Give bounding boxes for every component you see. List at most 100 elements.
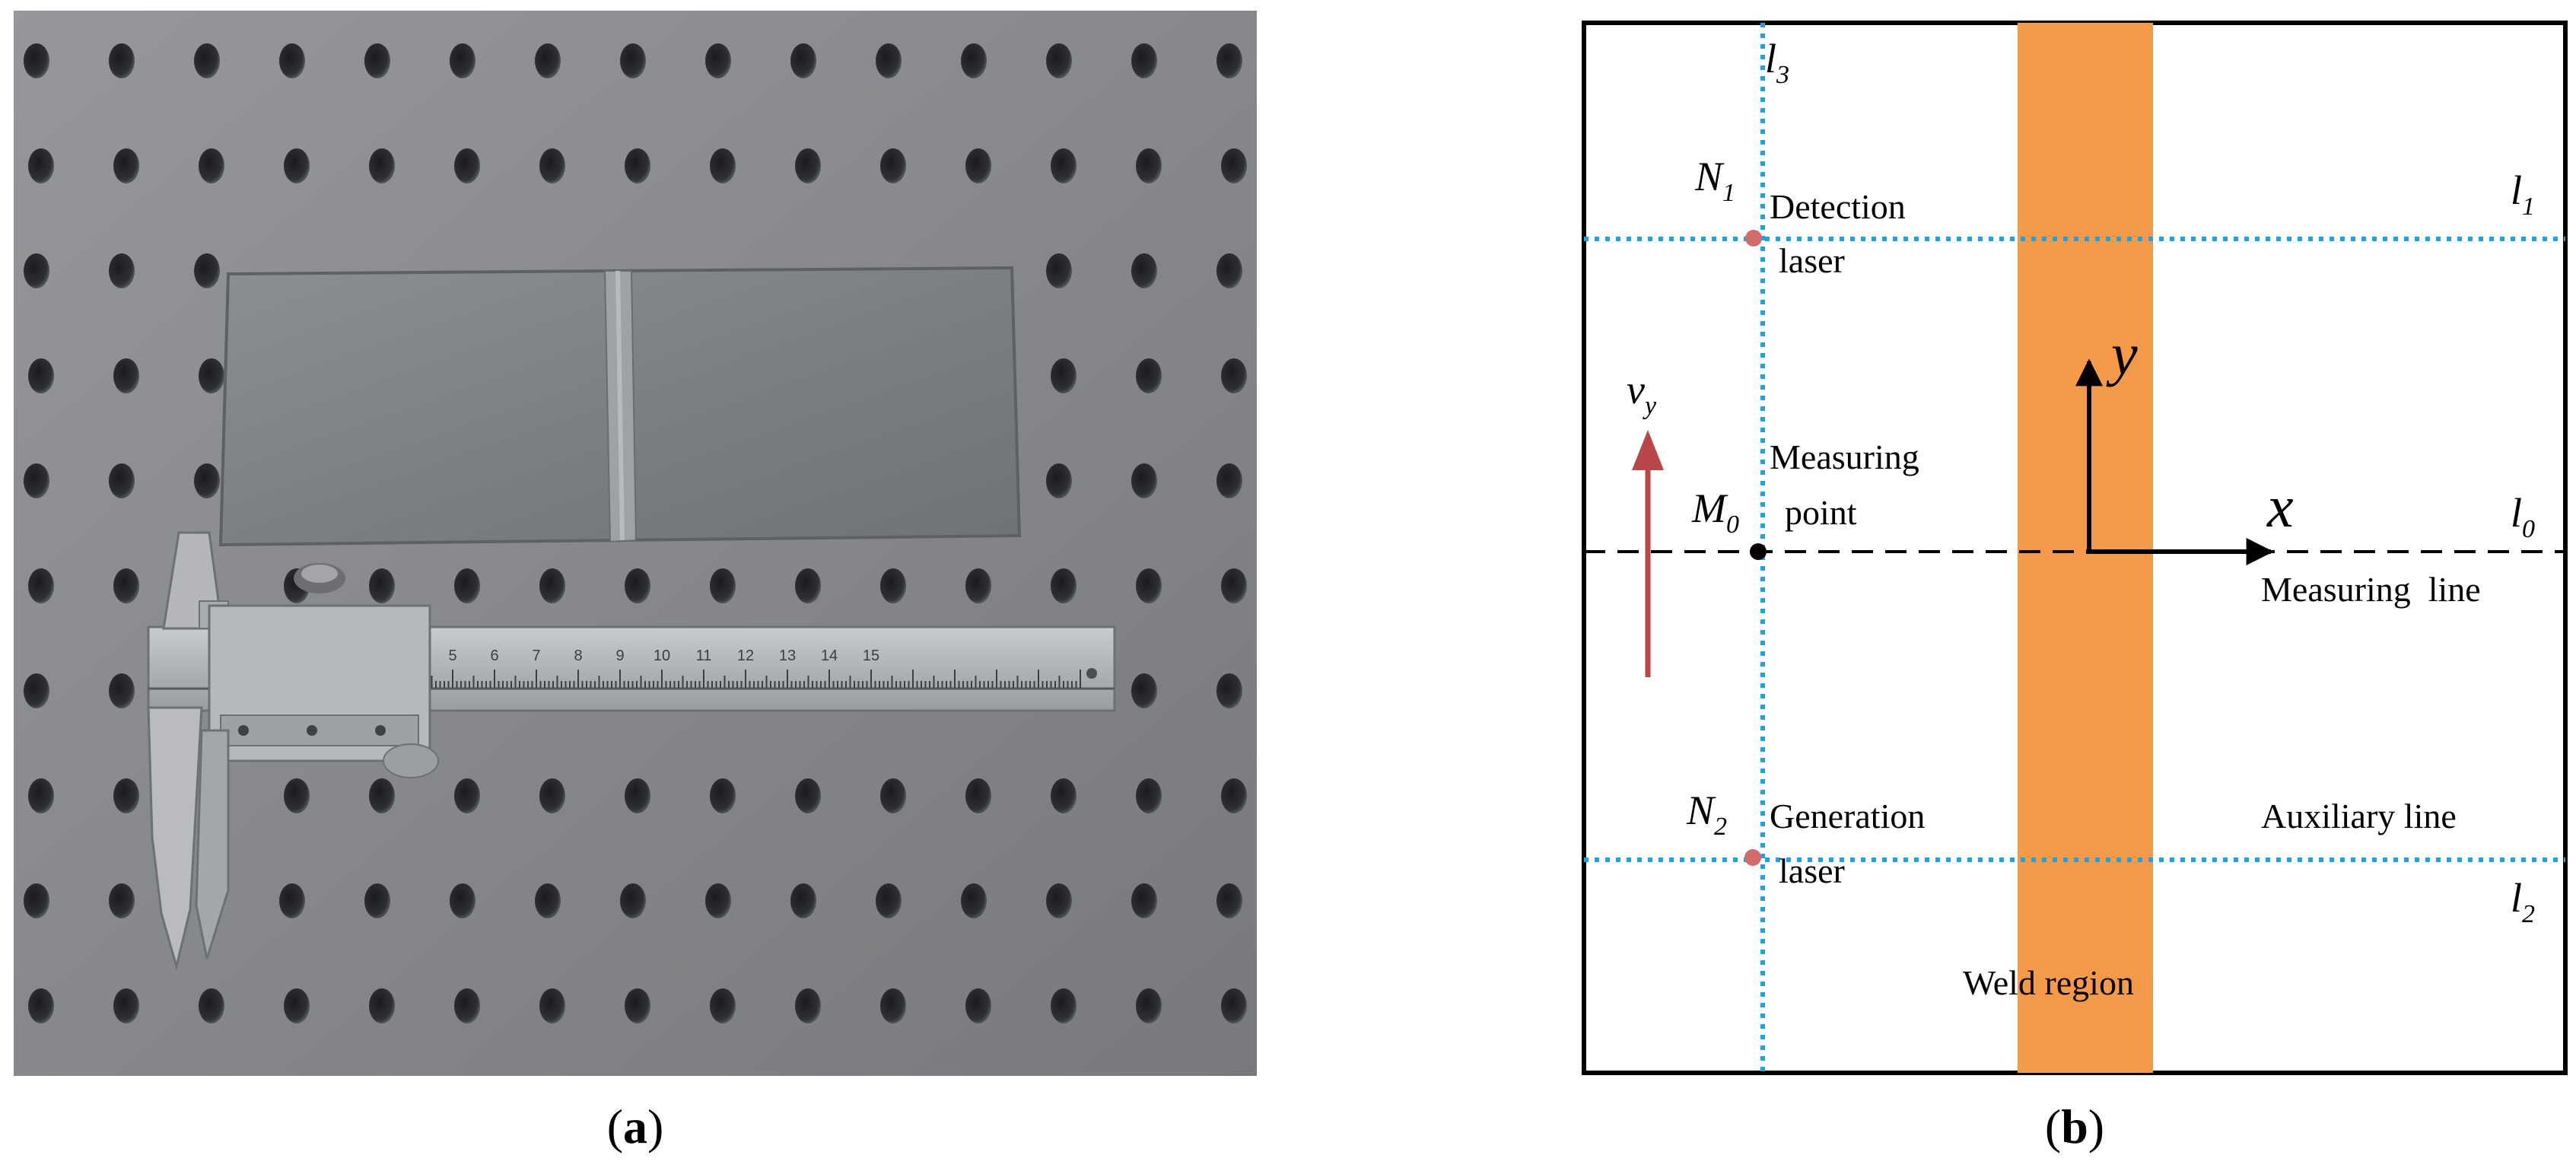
table-hole: [284, 148, 310, 183]
table-hole: [710, 568, 736, 603]
table-hole: [28, 988, 54, 1023]
table-hole: [113, 358, 139, 393]
table-hole: [539, 988, 565, 1023]
table-hole: [369, 988, 395, 1023]
table-hole: [24, 463, 49, 498]
table-hole: [790, 883, 816, 918]
panel-b-letter: b: [2061, 1099, 2088, 1153]
table-hole: [1046, 253, 1072, 288]
table-hole: [1221, 358, 1247, 393]
table-hole: [194, 253, 220, 288]
table-hole: [880, 568, 906, 603]
label-measuring-line: Measuring line: [2261, 570, 2481, 609]
panel-a-letter: a: [623, 1099, 647, 1153]
table-hole: [109, 43, 135, 78]
table-hole: [705, 43, 731, 78]
table-hole: [1046, 43, 1072, 78]
table-hole: [1136, 988, 1162, 1023]
table-hole: [710, 148, 736, 183]
table-hole: [109, 253, 135, 288]
table-hole: [1131, 463, 1157, 498]
ruler-number: 14: [821, 648, 838, 664]
label-generation: Generation: [1770, 797, 1925, 835]
table-hole: [1136, 778, 1162, 813]
weld-region-band: [2018, 23, 2153, 1073]
table-hole: [620, 43, 646, 78]
table-hole: [795, 148, 821, 183]
table-hole: [454, 148, 480, 183]
label-l1: l1: [2511, 167, 2535, 221]
table-hole: [710, 988, 736, 1023]
table-hole: [1136, 568, 1162, 603]
table-hole: [625, 568, 650, 603]
label-detection-laser: laser: [1779, 241, 1845, 280]
ruler-number: 13: [779, 648, 796, 664]
table-hole: [1046, 463, 1072, 498]
ruler-number: 5: [448, 648, 456, 664]
table-hole: [1216, 883, 1242, 918]
table-hole: [199, 148, 224, 183]
table-holes: [24, 43, 1247, 1023]
table-hole: [109, 673, 135, 708]
label-n1: N1: [1694, 154, 1735, 207]
label-l2: l2: [2511, 875, 2535, 928]
table-hole: [961, 883, 987, 918]
table-hole: [194, 43, 220, 78]
table-hole: [279, 43, 305, 78]
table-hole: [1131, 43, 1157, 78]
table-hole: [1221, 148, 1247, 183]
table-hole: [194, 463, 220, 498]
table-hole: [109, 883, 135, 918]
ruler-number: 15: [863, 648, 879, 664]
weld-specimen-plate: [218, 266, 1022, 547]
table-hole: [454, 778, 480, 813]
label-generation-laser: laser: [1779, 851, 1845, 890]
ruler-number: 7: [532, 648, 540, 664]
table-hole: [24, 253, 49, 288]
table-hole: [369, 148, 395, 183]
table-hole: [1136, 148, 1162, 183]
table-hole: [539, 778, 565, 813]
table-hole: [1131, 253, 1157, 288]
velocity-arrow-head: [1632, 430, 1664, 470]
table-hole: [1131, 883, 1157, 918]
table-hole: [369, 568, 395, 603]
table-hole: [113, 988, 139, 1023]
table-hole: [625, 148, 650, 183]
table-hole: [625, 778, 650, 813]
ruler-number: 6: [490, 648, 498, 664]
table-hole: [965, 568, 991, 603]
table-hole: [28, 778, 54, 813]
table-hole: [1131, 673, 1157, 708]
label-n2: N2: [1686, 788, 1727, 841]
table-hole: [876, 43, 902, 78]
table-hole: [109, 463, 135, 498]
table-hole: [965, 778, 991, 813]
table-hole: [279, 883, 305, 918]
table-hole: [364, 43, 390, 78]
table-hole: [880, 148, 906, 183]
panel-a-caption: (a): [607, 1099, 664, 1153]
label-m0: M0: [1691, 485, 1739, 539]
table-hole: [454, 988, 480, 1023]
ruler-number: 12: [737, 648, 754, 664]
ruler-number: 9: [615, 648, 624, 664]
table-hole: [364, 883, 390, 918]
table-hole: [1216, 43, 1242, 78]
panel-b-caption: (b): [2045, 1099, 2104, 1153]
label-auxiliary-line: Auxiliary line: [2261, 797, 2457, 835]
table-hole: [1051, 148, 1077, 183]
table-hole: [1216, 253, 1242, 288]
panel-b-diagram: l3 l1 l0 l2 N1 M0 N2 vy x y Detection la…: [1582, 21, 2568, 1075]
label-vy: vy: [1627, 367, 1657, 420]
label-l3: l3: [1765, 36, 1789, 89]
table-hole: [795, 568, 821, 603]
point-n2-generation: [1744, 849, 1761, 866]
table-hole: [1051, 778, 1077, 813]
table-hole: [113, 778, 139, 813]
point-n1-detection: [1745, 230, 1762, 247]
table-hole: [880, 778, 906, 813]
ruler-number: 11: [696, 648, 712, 664]
label-measuring: Measuring: [1770, 438, 1919, 476]
